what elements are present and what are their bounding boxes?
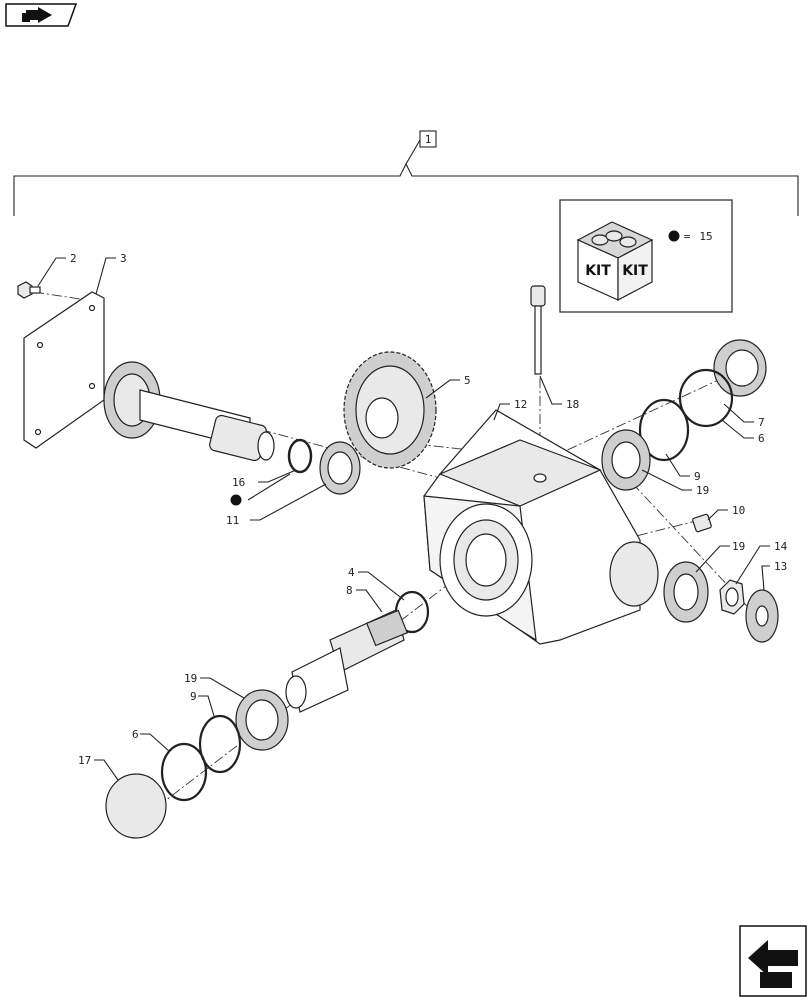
part-retaining-ring-9 [638,398,690,462]
kit-word-left: KIT [585,263,611,279]
callout-16: 16 [232,476,245,489]
callout-10: 10 [732,504,745,517]
callout-labels: 2 3 5 12 18 7 6 9 19 10 19 14 13 16 11 4… [70,252,788,767]
part-bearing-19-right [663,561,709,623]
callout-8: 8 [346,584,353,597]
callout-6-upper: 6 [758,432,765,445]
callout-3: 3 [120,252,127,265]
part-washer-13 [745,589,779,643]
nav-forward-button[interactable] [5,3,78,27]
callout-6-lower: 6 [132,728,139,741]
part-cap-17 [105,773,167,839]
assembly-label-box [419,130,437,148]
callout-12: 12 [514,398,527,411]
assembly-bracket: 1 [13,130,799,216]
callout-19-lower: 19 [184,672,197,685]
callout-14: 14 [774,540,788,553]
part-circlip-6 [678,368,734,428]
part-circlip-6-lower [160,742,208,802]
part-bearing-11 [319,441,361,495]
callout-11: 11 [226,514,239,527]
part-vent-plug [530,285,546,375]
arrow-left-icon [748,940,798,988]
part-bolt [17,281,41,299]
part-bearing-19-upper [601,429,651,491]
kit-marker-dot [668,230,680,242]
part-snap-ring-16 [287,438,313,474]
arrow-right-icon [22,7,52,23]
part-nut-14 [719,579,745,615]
kit-cube-icon: KIT KIT [576,221,654,301]
part-cover-plate [23,291,105,449]
callout-9-upper: 9 [694,470,701,483]
callout-13: 13 [774,560,787,573]
kit-equals: = [684,230,691,243]
nav-back-button[interactable] [739,925,807,997]
part-plug-10 [692,513,712,533]
kit-box: KIT KIT = 15 [559,199,733,313]
callout-5: 5 [464,374,471,387]
callout-19-right: 19 [732,540,745,553]
callout-17: 17 [78,754,91,767]
kit-word-right: KIT [622,263,648,279]
part-bevel-gear [343,351,437,469]
part-output-shaft [285,609,409,713]
callout-9-lower: 9 [190,690,197,703]
callout-2: 2 [70,252,77,265]
part-seal-7 [713,339,767,397]
part-retaining-ring-9-lower [198,714,242,774]
part-pinion-shaft [103,361,275,462]
assembly-label: 1 [425,133,432,146]
kit-marker-dot-16 [230,494,242,506]
kit-number: 15 [699,230,712,243]
callout-19-upper: 19 [696,484,709,497]
callout-leaders [37,257,770,781]
part-gearbox-housing [423,409,659,645]
callout-4: 4 [348,566,355,579]
callout-7: 7 [758,416,765,429]
callout-18: 18 [566,398,579,411]
part-bearing-19-lower [235,689,289,751]
